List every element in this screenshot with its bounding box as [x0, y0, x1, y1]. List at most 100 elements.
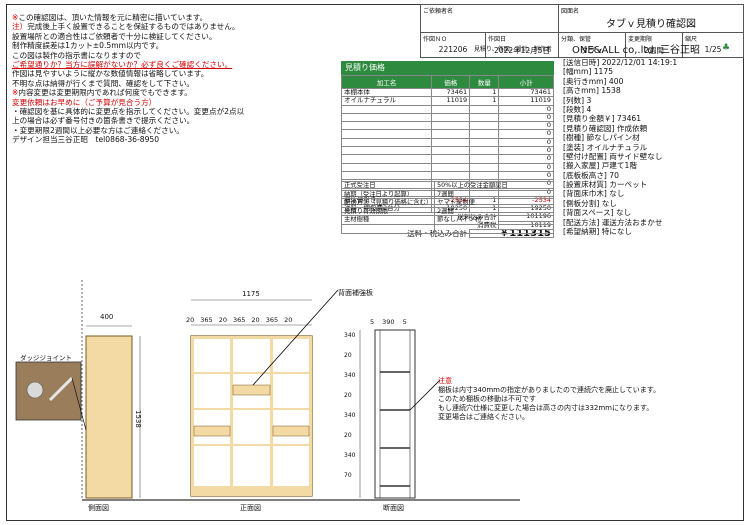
note-line: 設置場所との適合性はご依頼者で十分に検証してください。	[12, 31, 217, 41]
drawing-name: タブｖ見積り確認図	[606, 19, 696, 30]
side-view-label: 側面図	[88, 504, 109, 512]
deadline-cell: 変更期限 2週間	[625, 31, 683, 59]
price-title: 見積り価格	[341, 61, 554, 75]
section-dim-top: 5	[402, 318, 407, 326]
front-view-label: 正面図	[240, 504, 261, 512]
note-line: 不明な点は納得が行くまで質問、確認をして下さい。	[12, 78, 195, 88]
spec-line: [底板板高さ] 70	[563, 170, 619, 180]
section-view-label: 断面図	[383, 504, 404, 512]
spec-line: [搬入家屋] 戸建て1階	[563, 161, 637, 171]
section-view	[359, 329, 441, 499]
caution-line: 変更場合はご連絡ください。	[438, 413, 529, 421]
front-dim: 365	[200, 316, 213, 324]
joint-label: ダッジジョイント	[20, 354, 72, 362]
section-dim-side: 340	[344, 332, 356, 339]
section-dim-side: 340	[344, 452, 356, 459]
scale-label: 縮尺	[685, 35, 698, 43]
client-cell: ご依頼者名	[420, 4, 559, 33]
caution-line: もし連続穴仕様に変更した場合は高さの内寸は332mmになります。	[438, 404, 654, 412]
front-dim: 20	[186, 316, 195, 324]
spec-line: [壁付け配置] 両サイド壁なし	[563, 151, 663, 161]
note-line: ※内容変更は変更期限内であれば何度でもできます。	[12, 88, 192, 98]
side-width-value: 400	[100, 313, 114, 321]
note-line: デザイン担当三谷正昭 tel0868-36-8950	[12, 135, 160, 145]
front-dim: 20	[251, 316, 260, 324]
caution-note: 注意 棚板は内寸340mmの指定がありましたので連続穴を廃止しています。このため…	[438, 377, 698, 422]
spec-line: [見積り金額￥] 73461	[563, 114, 642, 124]
note-line: 制作精度誤差は1カット±0.5mm以内です。	[12, 41, 164, 51]
notes-block: ※この確認図は、頂いた情報を元に精密に描いています。注）完成後上手く設置できるこ…	[12, 13, 274, 144]
height-value: 1538	[134, 410, 142, 428]
price-column-header: 加工名	[340, 75, 433, 89]
joint-photo	[15, 361, 82, 421]
drawing-date: 2022年12月5日	[494, 45, 550, 55]
total-label: 送料・税込み合計	[407, 229, 468, 238]
condition-value	[434, 223, 554, 234]
spec-line: [列数] 3	[563, 95, 592, 105]
note-line: ・変更期限2週間以上必要な方はご連絡ください。	[12, 125, 184, 135]
spec-line: [背面スペース] なし	[563, 208, 632, 218]
condition-row	[340, 223, 554, 234]
total-width-value: 1175	[242, 290, 260, 298]
note-line: ご希望通りか？当方に誤解がないか？必ず良くご確認ください。	[12, 59, 233, 69]
drawing-no: 221206	[438, 44, 468, 54]
note-line: 変更依頼はお早めに（ご予算が見合う方）	[12, 97, 157, 107]
front-dim: 20	[284, 316, 293, 324]
note-line: ・確認図を基に具体的に変更点を指示してください。変更点が2点以	[12, 106, 245, 116]
deadline: 2週間	[644, 45, 664, 55]
front-dim: 365	[265, 316, 279, 324]
front-view	[190, 289, 339, 497]
back-panel-label: 背面補強板	[338, 289, 373, 297]
spec-line: [塗装] オイルナチュラル	[563, 142, 648, 152]
client-label: ご依頼者名	[423, 8, 454, 15]
section-dim-side: 70	[344, 472, 352, 479]
item-name: オイルナチュラル	[340, 96, 433, 106]
section-dim-side: 20	[344, 392, 352, 399]
drawing-no-label: 作図ＮＯ	[423, 35, 448, 43]
caution-line: 棚板は内寸340mmの指定がありましたので連続穴を廃止しています。	[438, 386, 661, 394]
section-dim-top: 5	[370, 318, 375, 326]
section-dim-side: 340	[344, 412, 356, 419]
side-panel	[85, 335, 133, 499]
spec-line: [送信日時] 2022/12/01 14:19:1	[563, 58, 678, 67]
section-dims-top: 5 390 5	[370, 318, 407, 326]
spec-line: [希望納期] 特になし	[563, 227, 633, 237]
company-name: ONE&ALL co,.ltd. 三谷正昭	[572, 45, 701, 56]
front-dim: 20	[218, 316, 227, 324]
front-dim: 365	[232, 316, 246, 324]
spec-line: [背面床巾木] なし	[563, 189, 625, 199]
drawing-name-label: 図面名	[561, 8, 580, 15]
price-column-header: 数量	[469, 75, 500, 89]
section-dim-side: 20	[344, 432, 352, 439]
spec-line: [見積り確認図] 作成依頼	[563, 123, 648, 133]
condition-label	[340, 223, 436, 234]
deadline-label: 変更期限	[628, 35, 653, 43]
logo-icon: ♣	[722, 43, 731, 53]
spec-line: [樹種] 節なしパイン材	[563, 133, 640, 143]
front-dims: 20 365 20 365 20 365 20	[186, 316, 292, 324]
note-line: 作図は見やすいように縦かな数値情報は省略しています。	[12, 69, 209, 79]
spec-line: [配送方法] 運送方法おまかせ	[563, 217, 663, 227]
price-header-row: 加工名価格数量小計	[340, 75, 554, 89]
section-dim-top: 390	[382, 318, 395, 326]
order-specs: [送信日時] 2022/12/01 14:19:1[幅mm] 1175[奥行きm…	[563, 58, 739, 236]
note-line: 注）完成後上手く設置できることを保証するものではありません。	[12, 22, 240, 32]
caution-line: このため棚板の移動は不可です	[438, 395, 536, 403]
category-label: 分類、保管	[561, 35, 592, 43]
roles-text: 見積り、作図、設計、制作者	[474, 46, 552, 53]
note-line: ※この確認図は、頂いた情報を元に精密に描いています。	[12, 13, 208, 22]
spec-line: [幅mm] 1175	[563, 67, 614, 77]
section-dim-side: 20	[344, 352, 352, 359]
spec-line: [設置床材質] カーペット	[563, 180, 648, 190]
note-line: この図は製作の指示書になりますので	[12, 50, 142, 60]
spec-line: [側板分割] なし	[563, 198, 617, 208]
